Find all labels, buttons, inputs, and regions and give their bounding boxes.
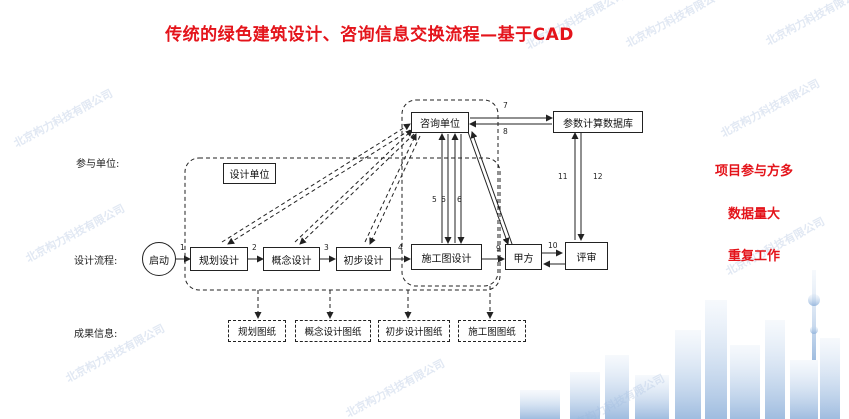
step-number: 4	[398, 243, 403, 252]
node-start: 启动	[142, 242, 176, 276]
side-point-participants: 项目参与方多	[714, 164, 793, 179]
row-label-process: 设计流程:	[74, 256, 118, 267]
output-preliminary-drawings: 初步设计图纸	[378, 320, 450, 342]
step-number: 1	[180, 243, 185, 252]
side-point-repeat-work: 重复工作	[727, 249, 780, 264]
node-review: 评审	[565, 242, 608, 270]
slide-title: 传统的绿色建筑设计、咨询信息交换流程—基于CAD	[165, 25, 574, 45]
node-construction: 施工图设计	[411, 244, 482, 270]
step-number: 9	[496, 244, 501, 253]
step-number: 2	[252, 243, 257, 252]
node-concept: 概念设计	[263, 247, 320, 271]
node-consulting: 咨询单位	[411, 112, 469, 133]
node-preliminary: 初步设计	[336, 247, 391, 271]
output-concept-drawings: 概念设计图纸	[295, 320, 371, 342]
row-label-participants: 参与单位:	[76, 159, 120, 170]
row-label-results: 成果信息:	[74, 329, 118, 340]
node-planning: 规划设计	[190, 247, 248, 271]
step-number: 11	[558, 172, 568, 181]
step-number: 6	[457, 195, 462, 204]
step-number: 12	[593, 172, 603, 181]
output-planning-drawings: 规划图纸	[228, 320, 286, 342]
node-owner: 甲方	[505, 244, 542, 270]
node-design-unit: 设计单位	[223, 163, 276, 184]
step-number: 3	[324, 243, 329, 252]
step-number: 6	[441, 195, 446, 204]
output-construction-drawings: 施工图图纸	[458, 320, 526, 342]
node-database: 参数计算数据库	[553, 111, 643, 133]
step-number: 8	[503, 127, 508, 136]
step-number: 7	[503, 101, 508, 110]
side-point-data-volume: 数据量大	[727, 207, 780, 222]
step-number: 10	[548, 241, 558, 250]
step-number: 5	[432, 195, 437, 204]
